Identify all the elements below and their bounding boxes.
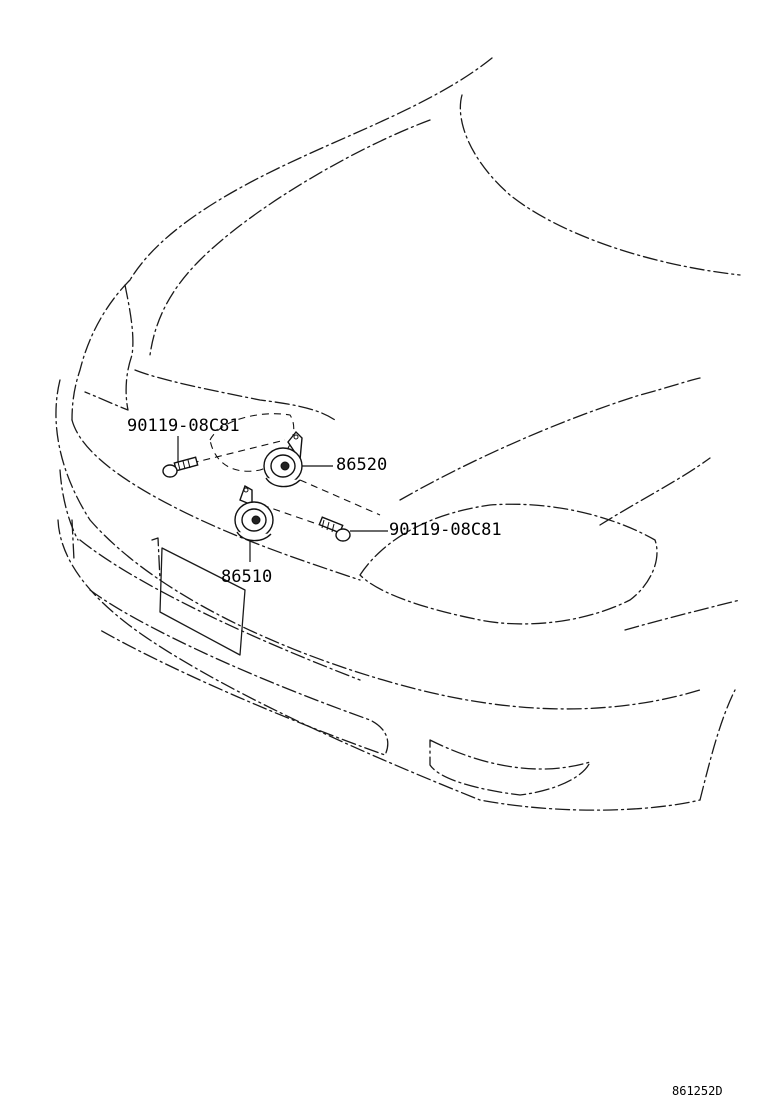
left-headlamp xyxy=(84,284,134,411)
hood-crease xyxy=(459,94,741,276)
assembly-lines xyxy=(179,413,381,526)
lower-horn-axis xyxy=(261,504,321,526)
left-fender-top xyxy=(71,279,131,421)
label-bolt-lower: 90119-08C81 xyxy=(389,520,502,540)
upper-horn-axis xyxy=(299,479,381,516)
label-horn-low: 86510 xyxy=(221,567,272,587)
license-plate xyxy=(151,537,246,656)
mount-area-outline xyxy=(209,413,295,472)
bumper-inner-line xyxy=(79,539,361,681)
bumper-chin xyxy=(59,469,79,541)
bolt-upper-icon xyxy=(162,456,199,478)
car-body-outline xyxy=(55,57,741,811)
bolt-lower-icon xyxy=(318,516,351,542)
upper-bolt-axis xyxy=(179,439,286,467)
fog-lamp-right xyxy=(429,739,591,796)
bumper-bottom-right xyxy=(699,689,736,801)
plate-bracket xyxy=(151,537,161,581)
horn-high-icon xyxy=(263,430,303,488)
right-fender-lower xyxy=(624,599,741,631)
label-horn-high: 86520 xyxy=(336,455,387,475)
diagram-code: 861252D xyxy=(672,1084,723,1098)
right-headlamp xyxy=(359,503,658,625)
hood-inner-line xyxy=(149,119,431,356)
bumper-lower-edge xyxy=(57,519,701,811)
air-intake-left xyxy=(89,589,389,756)
right-fender-line xyxy=(399,377,701,501)
right-fender-line-2 xyxy=(599,457,711,526)
bumper-face xyxy=(55,379,701,710)
bumper-top xyxy=(71,419,361,581)
horn-low-icon xyxy=(234,484,274,542)
label-bolt-upper: 90119-08C81 xyxy=(127,416,240,436)
grille-upper xyxy=(134,369,336,421)
plate-panel xyxy=(159,547,246,656)
hood-front-edge xyxy=(129,57,493,281)
leader-lines xyxy=(177,436,388,562)
